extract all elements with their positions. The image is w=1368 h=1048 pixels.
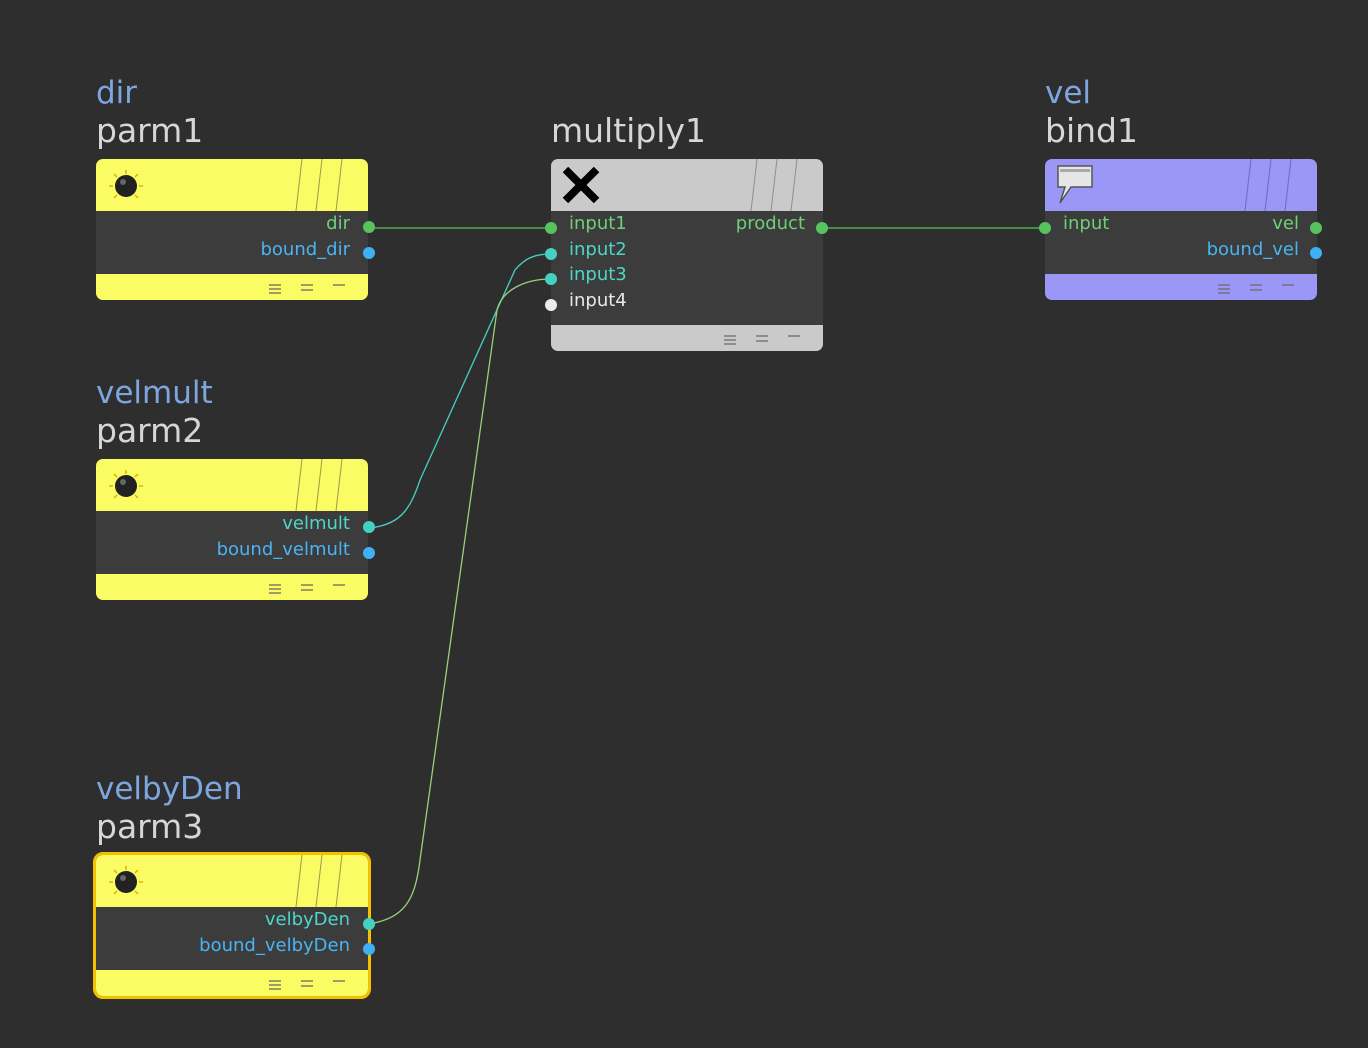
knob-icon — [109, 170, 143, 199]
node-header[interactable] — [551, 159, 823, 211]
speech-bubble-icon — [1057, 165, 1093, 204]
wire-velbyDen-to-input3[interactable] — [368, 278, 552, 925]
input-dot-input[interactable] — [1039, 222, 1051, 234]
node-ports: velmult bound_velmult — [96, 511, 368, 574]
port-label: input — [1063, 213, 1110, 234]
port-label: bound_velmult — [216, 538, 350, 560]
port-label: input2 — [569, 238, 627, 260]
node-box[interactable]: input vel bound_vel — [1045, 159, 1317, 300]
node-name-label[interactable]: multiply1 — [551, 111, 706, 150]
input-dot-input2[interactable] — [545, 248, 557, 260]
output-port-velmult[interactable]: velmult — [96, 511, 368, 537]
node-box[interactable]: velbyDen bound_velbyDen — [93, 852, 371, 999]
output-port-product[interactable]: product — [735, 213, 805, 234]
input-port-input4[interactable]: input4 — [551, 288, 823, 314]
node-ports: input1 product input2 input3 input4 — [551, 211, 823, 325]
port-label: bound_velbyDen — [199, 934, 350, 956]
node-menu-icon[interactable] — [719, 331, 809, 347]
param-name-label: vel — [1045, 75, 1092, 111]
node-title: multiply1 — [551, 114, 706, 152]
node-title: vel bind1 — [1045, 78, 1138, 152]
output-port-vel[interactable]: vel — [1272, 213, 1299, 234]
node-title: velbyDen parm3 — [96, 774, 243, 848]
node-name-label[interactable]: parm2 — [96, 411, 204, 450]
input-port-input2[interactable]: input2 — [551, 237, 823, 263]
output-port-bound-velbyDen[interactable]: bound_velbyDen — [96, 933, 368, 959]
output-dot-bound-velmult[interactable] — [363, 547, 375, 559]
node-menu-icon[interactable] — [1213, 280, 1303, 296]
node-menu-icon[interactable] — [264, 580, 354, 596]
wire-velmult-to-input2[interactable] — [368, 253, 552, 529]
node-box[interactable]: dir bound_dir — [96, 159, 368, 300]
node-ports: input vel bound_vel — [1045, 211, 1317, 274]
output-dot-vel[interactable] — [1310, 222, 1322, 234]
port-label: input3 — [569, 264, 627, 285]
node-footer[interactable] — [1045, 274, 1317, 300]
output-dot-velmult[interactable] — [363, 521, 375, 533]
node-ports: velbyDen bound_velbyDen — [96, 907, 368, 970]
output-dot-bound-velbyDen[interactable] — [363, 943, 375, 955]
node-flags-area[interactable] — [743, 159, 823, 211]
input-port-input[interactable]: input vel — [1045, 211, 1317, 237]
node-header[interactable] — [96, 159, 368, 211]
port-label: bound_dir — [260, 238, 350, 260]
output-dot-velbyDen[interactable] — [363, 918, 375, 930]
output-port-velbyDen[interactable]: velbyDen — [96, 907, 368, 933]
port-label: bound_vel — [1206, 238, 1299, 260]
node-header[interactable] — [96, 855, 368, 907]
node-flags-area[interactable] — [288, 459, 368, 511]
node-flags-area[interactable] — [288, 855, 368, 907]
node-header[interactable] — [1045, 159, 1317, 211]
param-name-label: velbyDen — [96, 771, 243, 807]
input-port-input3[interactable]: input3 — [551, 262, 823, 288]
port-label: velmult — [282, 513, 350, 534]
output-dot-bound-dir[interactable] — [363, 247, 375, 259]
node-footer[interactable] — [96, 274, 368, 300]
node-menu-icon[interactable] — [264, 280, 354, 296]
input-dot-input3[interactable] — [545, 273, 557, 285]
output-port-bound-dir[interactable]: bound_dir — [96, 237, 368, 263]
param-name-label: velmult — [96, 375, 213, 411]
output-port-dir[interactable]: dir — [96, 211, 368, 237]
knob-icon — [109, 470, 143, 499]
node-title: velmult parm2 — [96, 378, 213, 452]
output-port-bound-velmult[interactable]: bound_velmult — [96, 537, 368, 563]
output-dot-product[interactable] — [816, 222, 828, 234]
node-flags-area[interactable] — [288, 159, 368, 211]
node-box[interactable]: velmult bound_velmult — [96, 459, 368, 600]
knob-icon — [109, 866, 143, 895]
port-label: input4 — [569, 289, 627, 311]
input-port-input1[interactable]: input1 product — [551, 211, 823, 237]
node-ports: dir bound_dir — [96, 211, 368, 274]
node-title: dir parm1 — [96, 78, 203, 152]
port-label: dir — [326, 213, 350, 234]
node-name-label[interactable]: parm1 — [96, 111, 204, 150]
input-dot-input4[interactable] — [545, 299, 557, 311]
node-menu-icon[interactable] — [264, 976, 354, 992]
multiply-x-icon — [562, 166, 600, 204]
node-footer[interactable] — [551, 325, 823, 351]
node-header[interactable] — [96, 459, 368, 511]
node-flags-area[interactable] — [1237, 159, 1317, 211]
port-label: velbyDen — [264, 909, 350, 930]
node-footer[interactable] — [96, 574, 368, 600]
output-dot-dir[interactable] — [363, 221, 375, 233]
output-dot-bound-vel[interactable] — [1310, 247, 1322, 259]
node-footer[interactable] — [96, 970, 368, 996]
node-name-label[interactable]: parm3 — [96, 807, 204, 846]
output-port-bound-vel[interactable]: bound_vel — [1045, 237, 1317, 263]
port-label: input1 — [569, 213, 627, 234]
node-box[interactable]: input1 product input2 input3 input4 — [551, 159, 823, 351]
input-dot-input1[interactable] — [545, 222, 557, 234]
param-name-label: dir — [96, 75, 138, 111]
node-name-label[interactable]: bind1 — [1045, 111, 1138, 150]
